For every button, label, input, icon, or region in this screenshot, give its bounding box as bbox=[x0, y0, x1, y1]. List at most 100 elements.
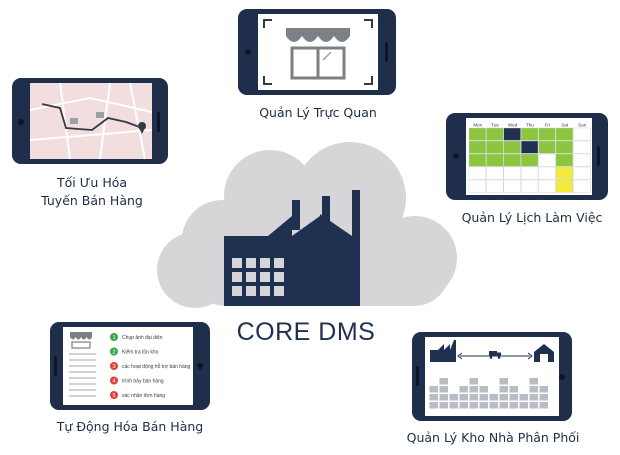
shelf-box bbox=[499, 394, 508, 401]
calendar-day-header: Wed bbox=[508, 123, 518, 128]
calendar-cell bbox=[468, 179, 486, 193]
checklist-icon bbox=[69, 332, 96, 397]
calendar-cell bbox=[503, 166, 521, 180]
calendar-day-header: Sat bbox=[561, 123, 569, 128]
sales-step-number-badge bbox=[110, 333, 118, 341]
store-icon bbox=[263, 19, 373, 85]
sales-step-number-badge bbox=[110, 376, 118, 385]
calendar-cell bbox=[486, 179, 504, 193]
shelf-box bbox=[439, 386, 448, 393]
shelf-box bbox=[439, 402, 448, 409]
shelf-box bbox=[489, 394, 498, 401]
shelf-box bbox=[539, 386, 548, 393]
shelf-box bbox=[439, 394, 448, 401]
phone-warehouse bbox=[412, 332, 572, 421]
calendar-cell bbox=[573, 127, 591, 141]
caption-route-line-2: Tuyến Bán Hàng bbox=[41, 193, 143, 208]
calendar-cell bbox=[573, 140, 591, 154]
calendar-cell bbox=[521, 140, 539, 154]
shelf-box bbox=[439, 378, 448, 385]
calendar-cell bbox=[503, 153, 521, 167]
sales-step-number: 2 bbox=[112, 350, 115, 356]
sales-step-text: Chụp ảnh đại diện bbox=[122, 335, 163, 341]
sales-step-text: trình bày bán hàng bbox=[122, 379, 164, 385]
calendar-day-header: Fri bbox=[545, 123, 550, 128]
calendar-cell bbox=[538, 179, 556, 193]
shelf-box bbox=[479, 386, 488, 393]
shelf-box bbox=[469, 386, 478, 393]
sales-step-text: xác nhận đơn hàng bbox=[122, 393, 165, 399]
calendar-cell bbox=[555, 179, 573, 193]
calendar-day-header: Thu bbox=[526, 123, 534, 128]
shelf-box bbox=[509, 386, 518, 393]
calendar-cell bbox=[555, 127, 573, 141]
shelf-box bbox=[539, 402, 548, 409]
shelf-box bbox=[529, 402, 538, 409]
calendar-cell bbox=[486, 127, 504, 141]
shelf-box bbox=[529, 386, 538, 393]
shelf-box bbox=[449, 394, 458, 401]
shelf-box bbox=[459, 402, 468, 409]
shelf-box bbox=[469, 402, 478, 409]
shelf-box bbox=[509, 402, 518, 409]
calendar-cell bbox=[521, 179, 539, 193]
caption-schedule-management: Quản Lý Lịch Làm Việc bbox=[461, 210, 603, 225]
calendar-cell bbox=[486, 140, 504, 154]
sales-step-number: 5 bbox=[112, 393, 115, 399]
core-dms-label: CORE DMS bbox=[236, 318, 376, 346]
shelf-box bbox=[479, 394, 488, 401]
calendar-cell bbox=[555, 153, 573, 167]
shelf-box bbox=[519, 394, 528, 401]
calendar-day-header: Mon bbox=[473, 123, 482, 128]
shelf-box bbox=[459, 394, 468, 401]
calendar-cell bbox=[468, 153, 486, 167]
sales-step-number-badge bbox=[110, 362, 118, 370]
calendar-cell bbox=[573, 166, 591, 180]
shelf-box bbox=[489, 402, 498, 409]
caption-warehouse-management: Quản Lý Kho Nhà Phân Phối bbox=[406, 430, 580, 445]
sales-step-number: 1 bbox=[112, 335, 115, 341]
shelf-box bbox=[479, 402, 488, 409]
sales-step-text: các hoạt động hỗ trợ bán hàng bbox=[122, 363, 191, 370]
shelf-box bbox=[449, 402, 458, 409]
calendar-cell bbox=[468, 166, 486, 180]
calendar-cell bbox=[486, 166, 504, 180]
shelf-box bbox=[429, 394, 438, 401]
shelf-box bbox=[529, 378, 538, 385]
shelf-box bbox=[539, 394, 548, 401]
calendar-cell bbox=[573, 179, 591, 193]
calendar-cell bbox=[555, 166, 573, 180]
calendar-cell bbox=[538, 166, 556, 180]
calendar-cell bbox=[486, 153, 504, 167]
truck-icon bbox=[489, 351, 501, 359]
map-route-icon bbox=[29, 82, 153, 160]
factory-icon bbox=[224, 190, 360, 306]
caption-visual-management: Quản Lý Trực Quan bbox=[259, 105, 377, 120]
shelf-box bbox=[499, 402, 508, 409]
caption-sales-automation: Tự Động Hóa Bán Hàng bbox=[56, 419, 204, 434]
calendar-cell bbox=[538, 140, 556, 154]
phone-visual bbox=[238, 9, 396, 95]
sales-step-number: 3 bbox=[112, 364, 115, 370]
shelf-box bbox=[529, 394, 538, 401]
calendar-cell bbox=[468, 127, 486, 141]
shelf-box bbox=[469, 378, 478, 385]
sales-step-number: 4 bbox=[112, 379, 115, 385]
shelf-box bbox=[519, 402, 528, 409]
warehouse-icon bbox=[430, 340, 554, 362]
calendar-cell bbox=[555, 140, 573, 154]
shelf-box bbox=[469, 394, 478, 401]
calendar-cell bbox=[503, 140, 521, 154]
calendar-cell bbox=[521, 166, 539, 180]
caption-route-line-1: Tối Ưu Hóa bbox=[56, 175, 128, 190]
calendar-cell bbox=[503, 127, 521, 141]
calendar-cell bbox=[538, 127, 556, 141]
calendar-day-header: Tue bbox=[491, 123, 499, 128]
calendar-cell bbox=[468, 140, 486, 154]
shelf-box bbox=[499, 386, 508, 393]
